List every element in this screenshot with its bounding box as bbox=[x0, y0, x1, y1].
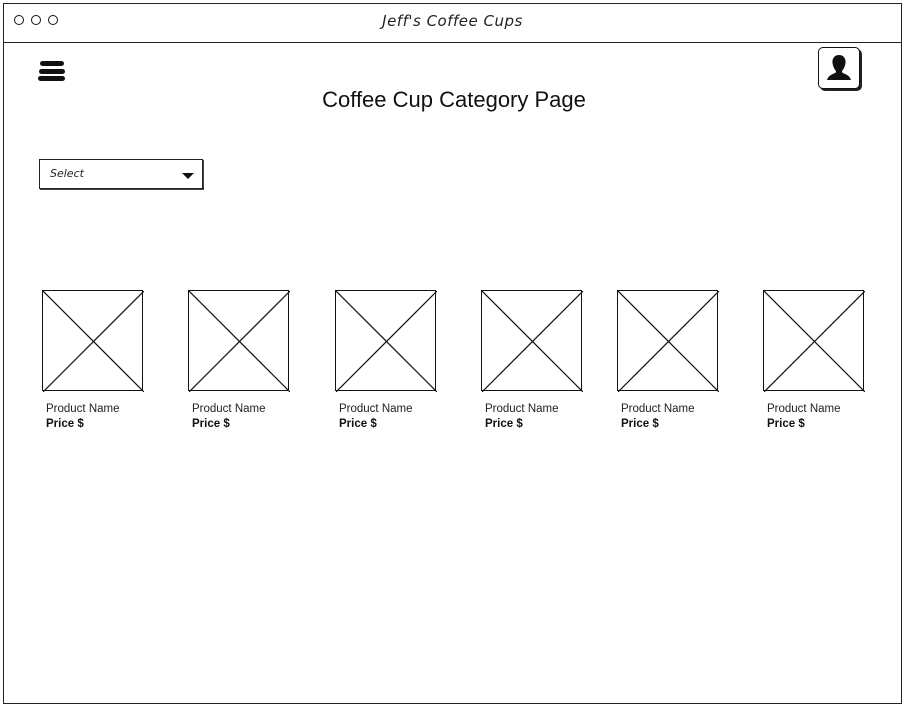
window-title: Jeff's Coffee Cups bbox=[382, 12, 523, 30]
product-name[interactable]: Product Name bbox=[485, 403, 559, 415]
browser-window: Jeff's Coffee Cups bbox=[3, 3, 902, 704]
product-card[interactable]: Product Name Price $ bbox=[481, 290, 583, 430]
product-image[interactable] bbox=[617, 290, 719, 392]
product-name[interactable]: Product Name bbox=[339, 403, 413, 415]
product-card[interactable]: Product Name Price $ bbox=[335, 290, 437, 430]
product-image[interactable] bbox=[763, 290, 865, 392]
product-price: Price $ bbox=[621, 418, 659, 430]
hamburger-menu-icon[interactable] bbox=[38, 61, 68, 85]
page-title: Coffee Cup Category Page bbox=[322, 87, 586, 112]
product-card[interactable]: Product Name Price $ bbox=[763, 290, 865, 430]
product-card[interactable]: Product Name Price $ bbox=[188, 290, 290, 430]
product-name[interactable]: Product Name bbox=[46, 403, 120, 415]
image-placeholder-icon bbox=[43, 291, 144, 392]
image-placeholder-icon bbox=[482, 291, 583, 392]
user-account-button[interactable] bbox=[818, 47, 860, 89]
product-price: Price $ bbox=[192, 418, 230, 430]
category-select-dropdown[interactable]: Select bbox=[39, 159, 203, 189]
menu-bar-line bbox=[38, 76, 65, 81]
image-placeholder-icon bbox=[336, 291, 437, 392]
product-price: Price $ bbox=[767, 418, 805, 430]
image-placeholder-icon bbox=[618, 291, 719, 392]
window-maximize-button[interactable] bbox=[48, 15, 58, 25]
product-name[interactable]: Product Name bbox=[192, 403, 266, 415]
window-minimize-button[interactable] bbox=[31, 15, 41, 25]
product-price: Price $ bbox=[485, 418, 523, 430]
image-placeholder-icon bbox=[764, 291, 865, 392]
window-controls bbox=[14, 15, 58, 25]
menu-bar-line bbox=[39, 68, 65, 74]
window-close-button[interactable] bbox=[14, 15, 24, 25]
window-titlebar: Jeff's Coffee Cups bbox=[4, 4, 901, 43]
product-image[interactable] bbox=[481, 290, 583, 392]
product-name[interactable]: Product Name bbox=[621, 403, 695, 415]
select-label: Select bbox=[50, 167, 84, 180]
image-placeholder-icon bbox=[189, 291, 290, 392]
product-image[interactable] bbox=[42, 290, 144, 392]
product-card[interactable]: Product Name Price $ bbox=[617, 290, 719, 430]
product-name[interactable]: Product Name bbox=[767, 403, 841, 415]
product-price: Price $ bbox=[46, 418, 84, 430]
product-card[interactable]: Product Name Price $ bbox=[42, 290, 144, 430]
product-image[interactable] bbox=[188, 290, 290, 392]
product-image[interactable] bbox=[335, 290, 437, 392]
product-price: Price $ bbox=[339, 418, 377, 430]
menu-bar-line bbox=[40, 61, 64, 66]
caret-down-icon bbox=[182, 173, 194, 179]
user-avatar-icon bbox=[827, 55, 851, 80]
